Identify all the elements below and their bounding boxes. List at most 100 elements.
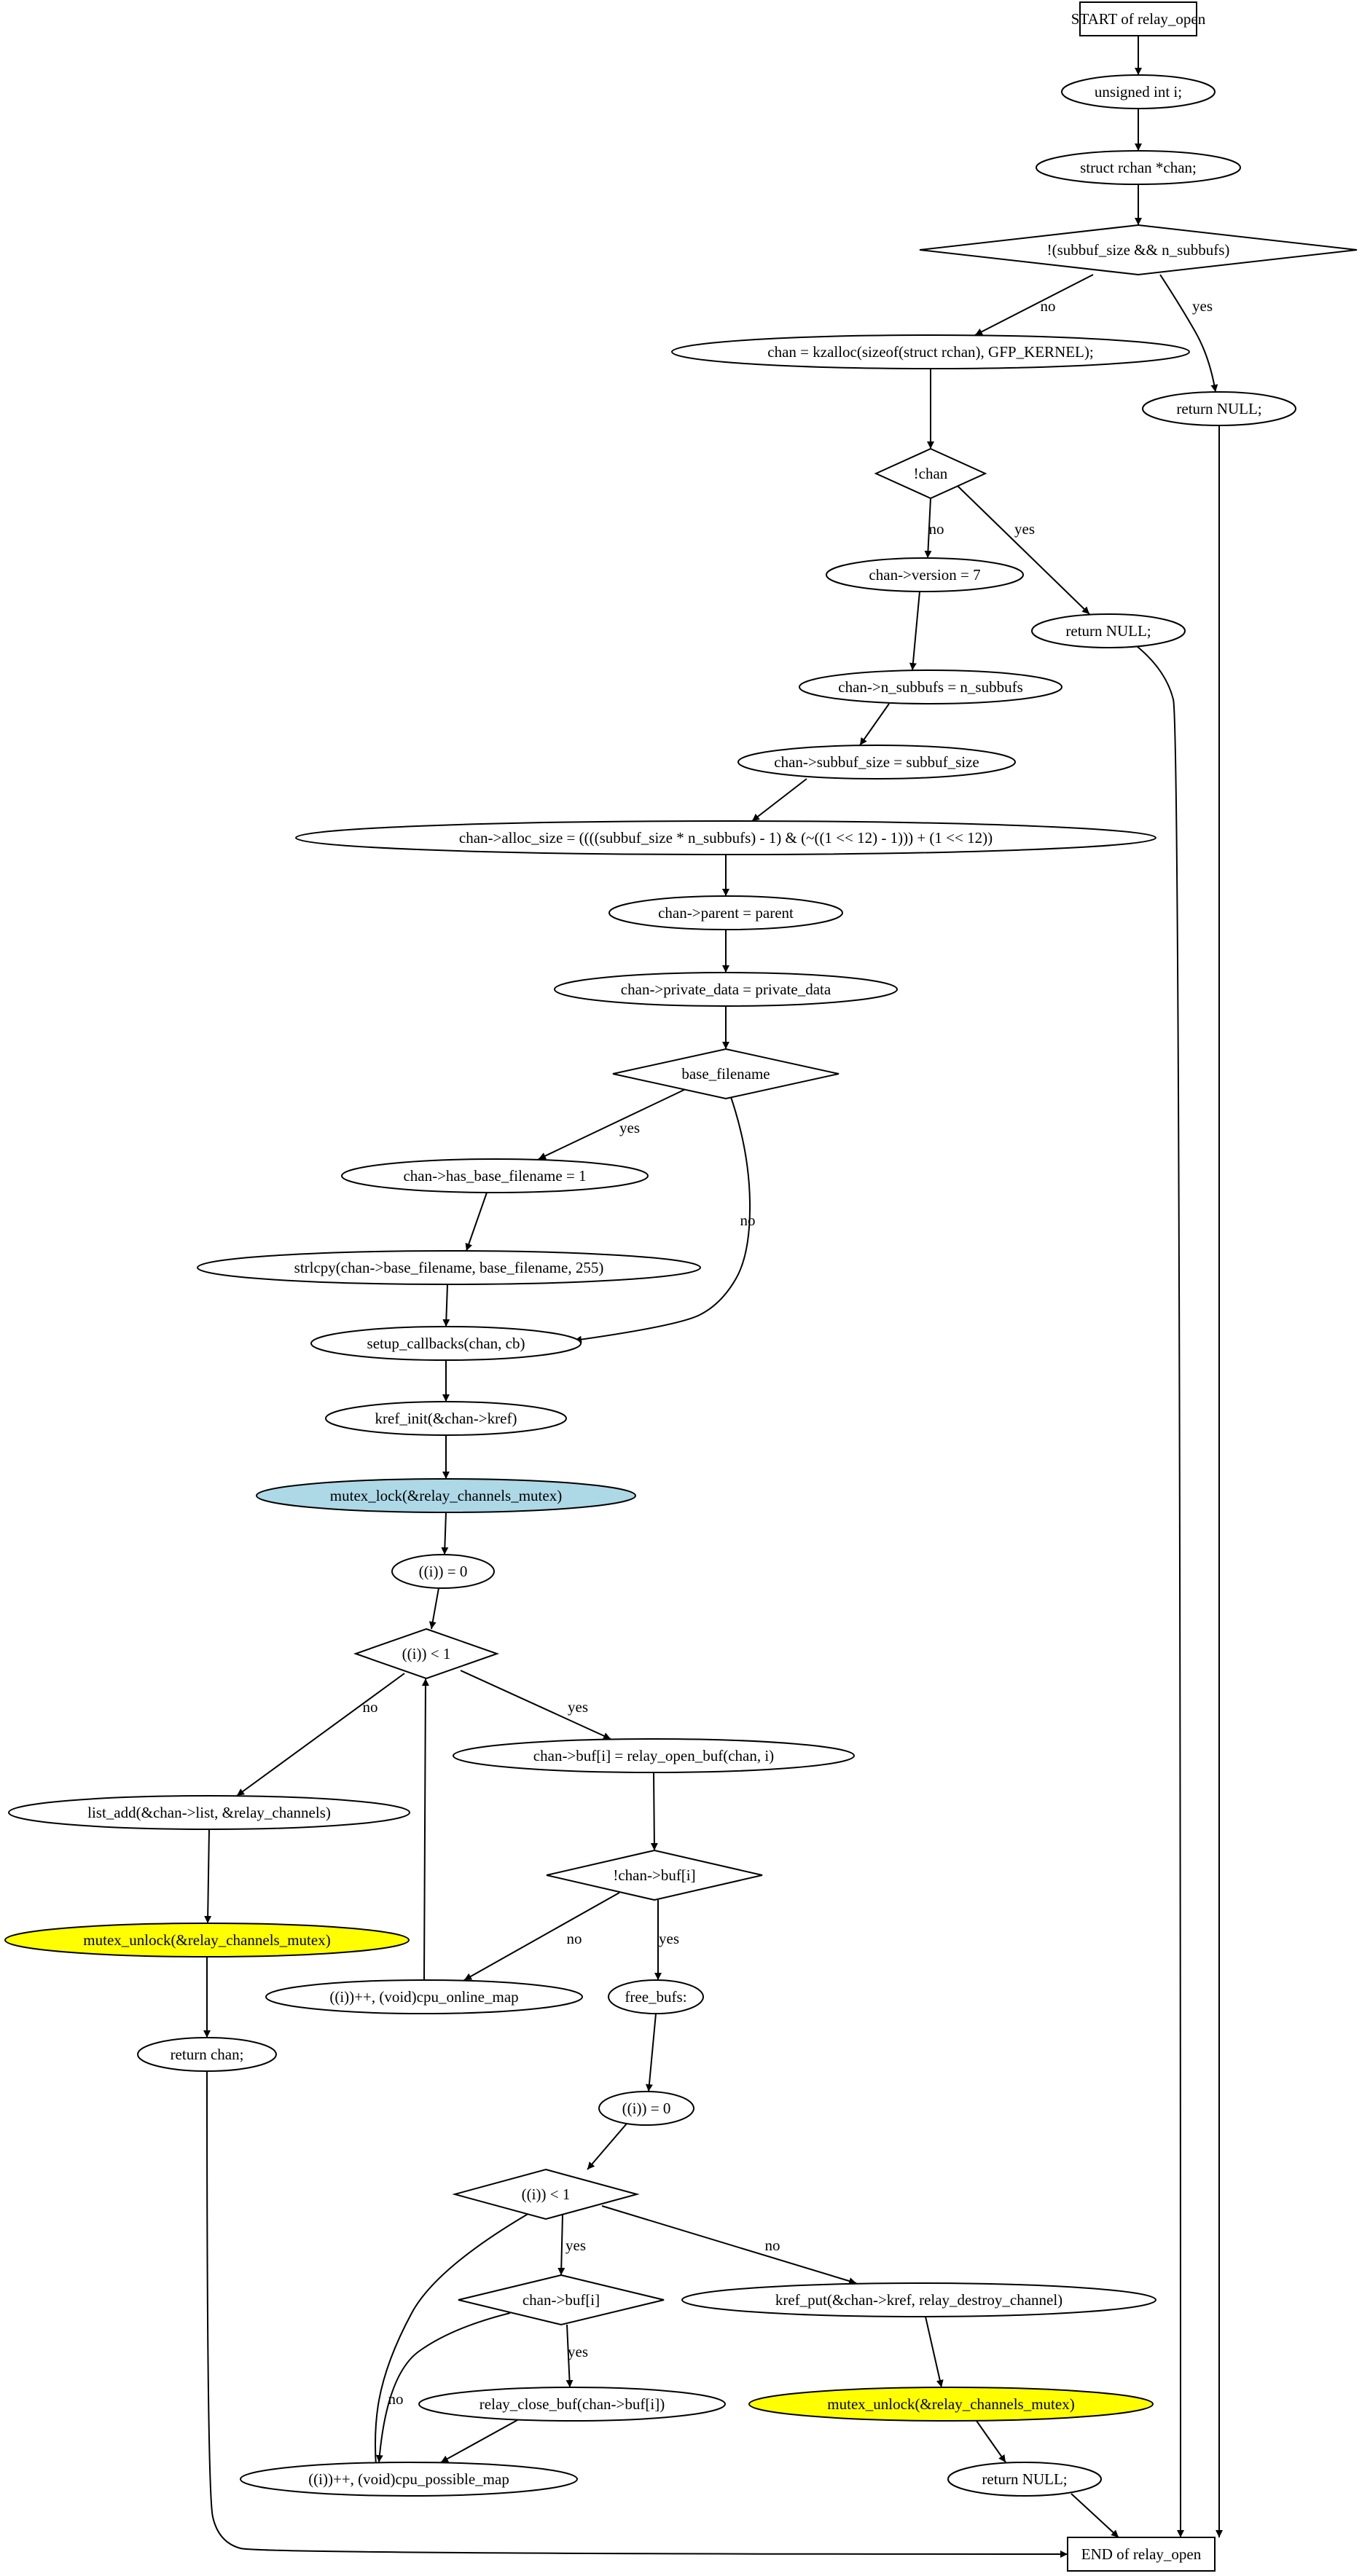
edge-arrow [859,703,890,746]
node-label: free_bufs: [625,1988,686,2006]
node-label: chan->version = 7 [869,566,980,584]
edge-arrow [601,2205,857,2285]
node-outline [353,1627,500,1680]
edge-label: no [929,520,944,538]
edge-arrow [465,1192,488,1252]
edge-n35-to-n37 [976,2420,1006,2463]
node-n22-diamond: ((i)) < 1 [353,1627,500,1680]
edge-arrow [441,1512,449,1555]
edge-n25-to-n28: yes [654,1900,679,1980]
edge-arrow [428,1587,439,1630]
node-n36-ellipse: ((i))++, (void)cpu_possible_map [240,2462,578,2497]
node-label: chan->alloc_size = ((((subbuf_size * n_s… [459,829,993,847]
node-n19-ellipse: kref_init(&chan->kref) [325,1401,567,1436]
edge-label: yes [568,2343,588,2360]
edge-n4-to-n6: yes [1159,274,1218,393]
node-n35-ellipse: mutex_unlock(&relay_channels_mutex) [748,2387,1154,2422]
node-outline [1061,74,1216,109]
edge-arrow [751,778,807,822]
node-label: strlcpy(chan->base_filename, base_filena… [294,1259,604,1276]
node-outline [1079,1,1197,36]
node-outline [256,1478,636,1513]
edge-n9-to-n38 [1136,645,1184,2538]
edge-arrow [442,1284,450,1327]
edge-n32-to-n36: no [375,2312,511,2463]
edge-label: no [363,1698,378,1716]
node-outline [598,2091,694,2126]
node-label: return NULL; [1065,622,1151,640]
edge-label: no [388,2390,404,2408]
edge-n7-to-n9: yes [957,485,1090,615]
node-outline [681,2282,1156,2317]
node-label: !chan [914,465,948,482]
node-outline [874,447,987,500]
node-label: return NULL; [1176,400,1261,417]
node-n7-diamond: !chan [874,447,987,500]
node-outline [265,1979,583,2014]
node-n38-box: END of relay_open [1067,2537,1216,2572]
edge-label: yes [565,2237,586,2254]
edge-n30-to-n31 [587,2123,627,2170]
node-outline [1036,150,1241,185]
node-outline [341,1158,649,1193]
node-outline [391,1554,495,1589]
node-label: mutex_lock(&relay_channels_mutex) [330,1487,562,1504]
node-label: base_filename [681,1065,770,1083]
edge-arrow [565,2324,574,2388]
node-n2-ellipse: unsigned int i; [1061,74,1216,109]
edge-arrow [440,2419,518,2463]
node-n17-ellipse: strlcpy(chan->base_filename, base_filena… [197,1250,701,1285]
node-n10-ellipse: chan->n_subbufs = n_subbufs [799,669,1062,704]
edge-n15-to-n16: yes [538,1088,688,1160]
node-n3-ellipse: struct rchan *chan; [1036,150,1241,185]
edge-n27-to-n22 [421,1678,429,1981]
node-outline [919,224,1358,276]
edge-arrow [206,2070,1068,2558]
node-n9-ellipse: return NULL; [1031,613,1186,648]
edge-n20-to-n21 [441,1512,449,1555]
node-outline [137,2037,277,2072]
edge-n11-to-n12 [751,778,807,822]
edge-n28-to-n30 [645,2013,657,2092]
node-n27-ellipse: ((i))++, (void)cpu_online_map [265,1979,583,2014]
node-n20-ellipse: mutex_lock(&relay_channels_mutex) [256,1478,636,1513]
node-n28-ellipse: free_bufs: [608,1979,704,2014]
edge-arrow [574,1096,751,1343]
node-label: mutex_unlock(&relay_channels_mutex) [827,2395,1074,2413]
node-label: setup_callbacks(chan, cb) [367,1335,525,1352]
node-label: ((i)) < 1 [522,2186,571,2203]
node-outline [612,1048,839,1100]
edge-arrow [1136,645,1184,2538]
node-n24-ellipse: list_add(&chan->list, &relay_channels) [8,1795,410,1830]
edge-arrow [1071,2493,1119,2538]
node-label: chan = kzalloc(sizeof(struct rchan), GFP… [767,343,1093,361]
node-n1-box: START of relay_open [1071,1,1206,36]
node-label: ((i)) < 1 [402,1645,451,1662]
node-outline [826,557,1024,592]
node-outline [737,745,1016,780]
node-label: chan->has_base_filename = 1 [403,1167,586,1185]
node-outline [295,820,1156,855]
edge-n15-to-n18: no [574,1096,756,1343]
node-n12-ellipse: chan->alloc_size = ((((subbuf_size * n_s… [295,820,1156,855]
node-label: chan->subbuf_size = subbuf_size [774,753,979,771]
node-outline [458,2274,665,2326]
node-label: ((i)) = 0 [622,2100,671,2117]
node-n14-ellipse: chan->private_data = private_data [554,972,898,1007]
edge-arrow [587,2123,627,2170]
node-n25-diamond: !chan->buf[i] [546,1849,763,1901]
edge-n10-to-n11 [859,703,890,746]
edge-label: yes [568,1698,588,1716]
edge-n34-to-n36 [440,2419,518,2463]
edge-arrow [909,591,920,671]
edge-arrow [557,2214,565,2276]
node-n21-ellipse: ((i)) = 0 [391,1554,495,1589]
edge-label: no [765,2237,780,2254]
edge-label: yes [1014,520,1035,538]
node-n26-ellipse: mutex_unlock(&relay_channels_mutex) [4,1923,410,1957]
edge-label: no [1041,297,1056,315]
edge-n25-to-n27: no [463,1892,620,1981]
node-outline [671,334,1190,369]
edge-n16-to-n17 [465,1192,488,1252]
